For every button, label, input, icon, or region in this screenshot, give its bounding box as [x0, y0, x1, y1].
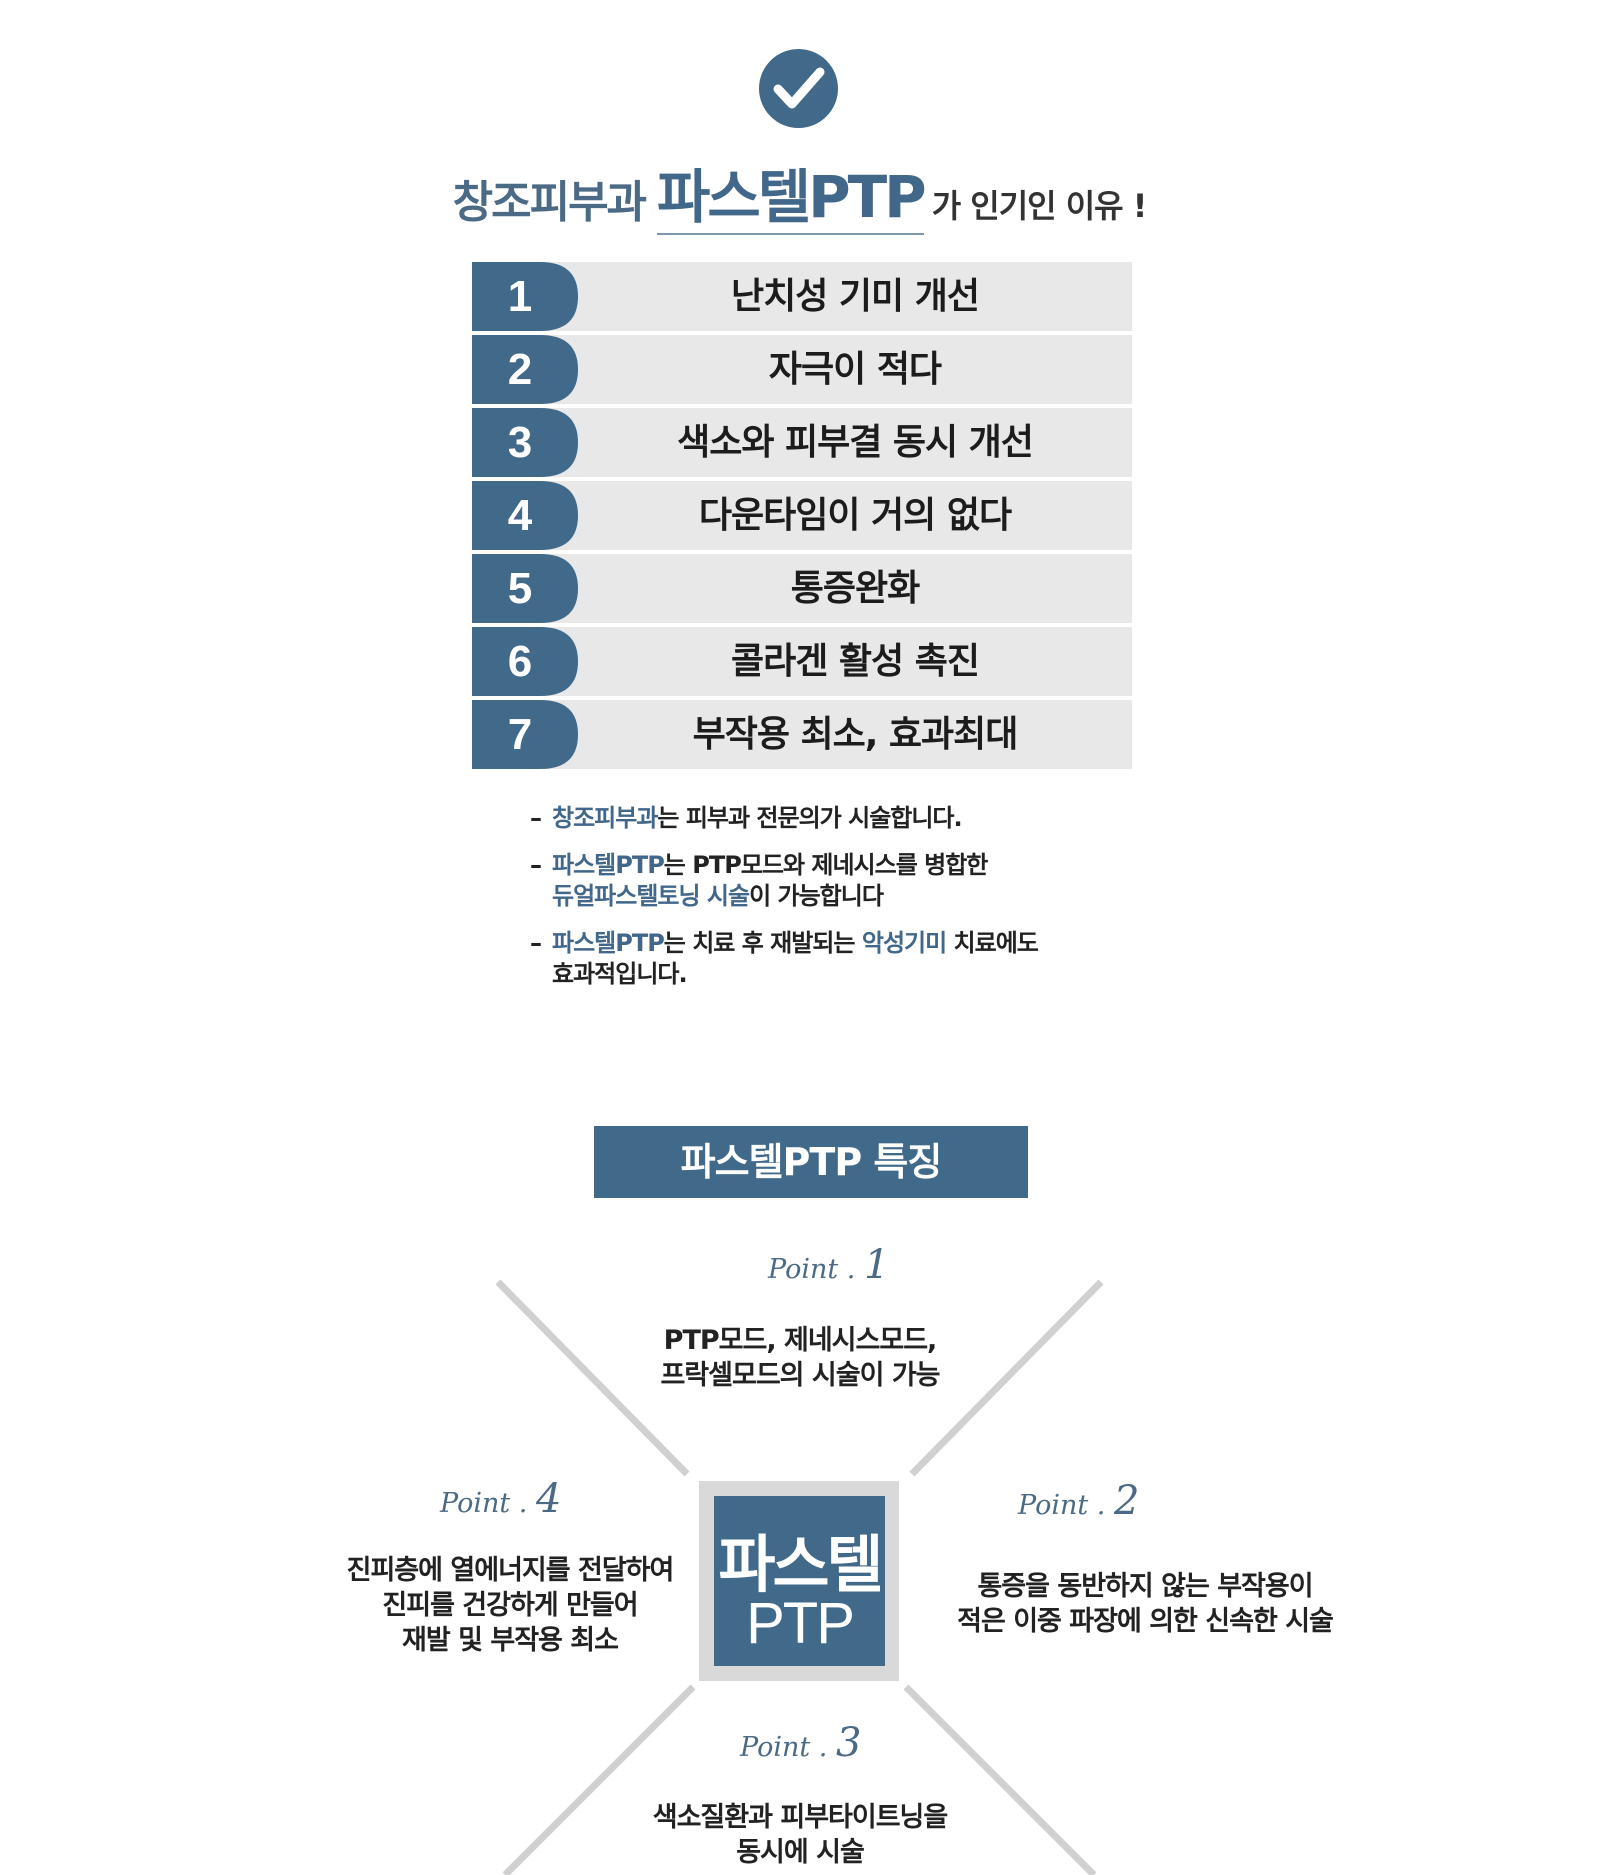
- reason-text: 색소와 피부결 동시 개선: [677, 422, 1034, 463]
- reason-row: 1 난치성 기미 개선: [472, 262, 1132, 331]
- point-number: 4: [535, 1476, 562, 1522]
- point-4-text: 진피층에 열에너지를 전달하여 진피를 건강하게 만들어 재발 및 부작용 최소: [330, 1553, 690, 1658]
- note-text: 이 가능합니다: [749, 882, 884, 910]
- note-text: 는 PTP모드와 제네시스를 병합한: [663, 851, 989, 879]
- point-line: 통증을 동반하지 않는 부작용이: [977, 1571, 1313, 1602]
- note-highlight: 파스텔PTP: [552, 851, 665, 879]
- reason-text: 부작용 최소, 효과최대: [692, 714, 1019, 755]
- reason-row: 2 자극이 적다: [472, 335, 1132, 404]
- point-line: 동시에 시술: [736, 1837, 865, 1868]
- point-number: 2: [1113, 1478, 1140, 1524]
- number-tab-shape: [472, 554, 578, 623]
- point-line: 적은 이중 파장에 의한 신속한 시술: [957, 1606, 1334, 1637]
- point-4-label: Point . 4: [440, 1476, 561, 1522]
- notes-section: – 창조피부과는 피부과 전문의가 시술합니다. – 파스텔PTP는 PTP모드…: [530, 803, 1130, 1006]
- point-1-text: PTP모드, 제네시스모드, 프락셀모드의 시술이 가능: [620, 1323, 980, 1393]
- point-2-text: 통증을 동반하지 않는 부작용이 적은 이중 파장에 의한 신속한 시술: [905, 1569, 1385, 1639]
- note-dash: –: [530, 804, 542, 832]
- point-1-label: Point . 1: [768, 1242, 889, 1288]
- reason-row: 7 부작용 최소, 효과최대: [472, 700, 1132, 769]
- point-2-label: Point . 2: [1018, 1478, 1139, 1524]
- reason-row: 4 다운타임이 거의 없다: [472, 481, 1132, 550]
- point-line: 색소질환과 피부타이트닝을: [652, 1802, 948, 1833]
- point-line: 진피를 건강하게 만들어: [382, 1590, 638, 1621]
- reason-number: 6: [507, 637, 533, 686]
- number-tab-shape: [472, 481, 578, 550]
- number-tab-shape: [472, 408, 578, 477]
- center-title: 파스텔: [718, 1528, 883, 1601]
- reason-number: 3: [507, 418, 533, 467]
- number-tab-shape: [472, 262, 578, 331]
- reason-row: 3 색소와 피부결 동시 개선: [472, 408, 1132, 477]
- point-number: 1: [863, 1242, 890, 1288]
- note-item: – 파스텔PTP는 치료 후 재발되는 악성기미 치료에도 효과적입니다.: [530, 928, 1130, 990]
- reasons-list: 1 난치성 기미 개선 2 자극이 적다 3 색소와 피부결 동시 개선 4 다…: [472, 262, 1132, 773]
- reason-row: 5 통증완화: [472, 554, 1132, 623]
- number-tab-shape: [472, 335, 578, 404]
- point-word: Point .: [440, 1488, 528, 1519]
- reason-number: 5: [507, 564, 533, 613]
- reason-number: 1: [507, 272, 533, 321]
- point-word: Point .: [1018, 1490, 1106, 1521]
- note-highlight: 창조피부과: [552, 804, 658, 832]
- number-tab-shape: [472, 627, 578, 696]
- point-word: Point .: [740, 1732, 828, 1763]
- point-line: 프락셀모드의 시술이 가능: [660, 1360, 940, 1391]
- reason-text: 난치성 기미 개선: [731, 276, 980, 317]
- note-item: – 파스텔PTP는 PTP모드와 제네시스를 병합한 듀얼파스텔토닝 시술이 가…: [530, 850, 1130, 912]
- reason-number: 4: [507, 491, 533, 540]
- reason-text: 다운타임이 거의 없다: [698, 495, 1012, 536]
- title-brand: 창조피부과: [452, 177, 647, 228]
- point-number: 3: [835, 1720, 862, 1766]
- point-3-text: 색소질환과 피부타이트닝을 동시에 시술: [620, 1800, 980, 1870]
- reason-number: 2: [507, 345, 533, 394]
- note-dash: –: [530, 851, 542, 879]
- reason-text: 통증완화: [790, 568, 920, 609]
- note-highlight: 파스텔PTP: [552, 929, 665, 957]
- features-title: 파스텔PTP 특징: [594, 1126, 1028, 1198]
- point-3-label: Point . 3: [740, 1720, 861, 1766]
- reason-number: 7: [507, 710, 533, 759]
- reason-text: 자극이 적다: [768, 349, 942, 390]
- note-highlight: 듀얼파스텔토닝 시술: [552, 882, 750, 910]
- center-box: 파스텔 PTP: [714, 1496, 885, 1666]
- note-text: 는 피부과 전문의가 시술합니다.: [657, 804, 962, 832]
- center-subtitle: PTP: [746, 1591, 855, 1656]
- point-word: Point .: [768, 1254, 856, 1285]
- note-item: – 창조피부과는 피부과 전문의가 시술합니다.: [530, 803, 1130, 834]
- point-line: PTP모드, 제네시스모드,: [663, 1325, 938, 1356]
- check-circle-icon: [759, 49, 838, 128]
- title-rest: 가 인기인 이유 !: [931, 187, 1148, 225]
- note-dash: –: [530, 929, 542, 957]
- note-highlight: 악성기미: [861, 929, 947, 957]
- note-text: 효과적입니다.: [552, 960, 688, 988]
- point-line: 재발 및 부작용 최소: [402, 1625, 619, 1656]
- point-line: 진피층에 열에너지를 전달하여: [346, 1555, 675, 1586]
- number-tab-shape: [472, 700, 578, 769]
- note-text: 는 치료 후 재발되는: [663, 929, 862, 957]
- reason-row: 6 콜라겐 활성 촉진: [472, 627, 1132, 696]
- title-product: 파스텔PTP: [657, 163, 927, 235]
- reason-text: 콜라겐 활성 촉진: [731, 641, 980, 682]
- note-text: 치료에도: [946, 929, 1039, 957]
